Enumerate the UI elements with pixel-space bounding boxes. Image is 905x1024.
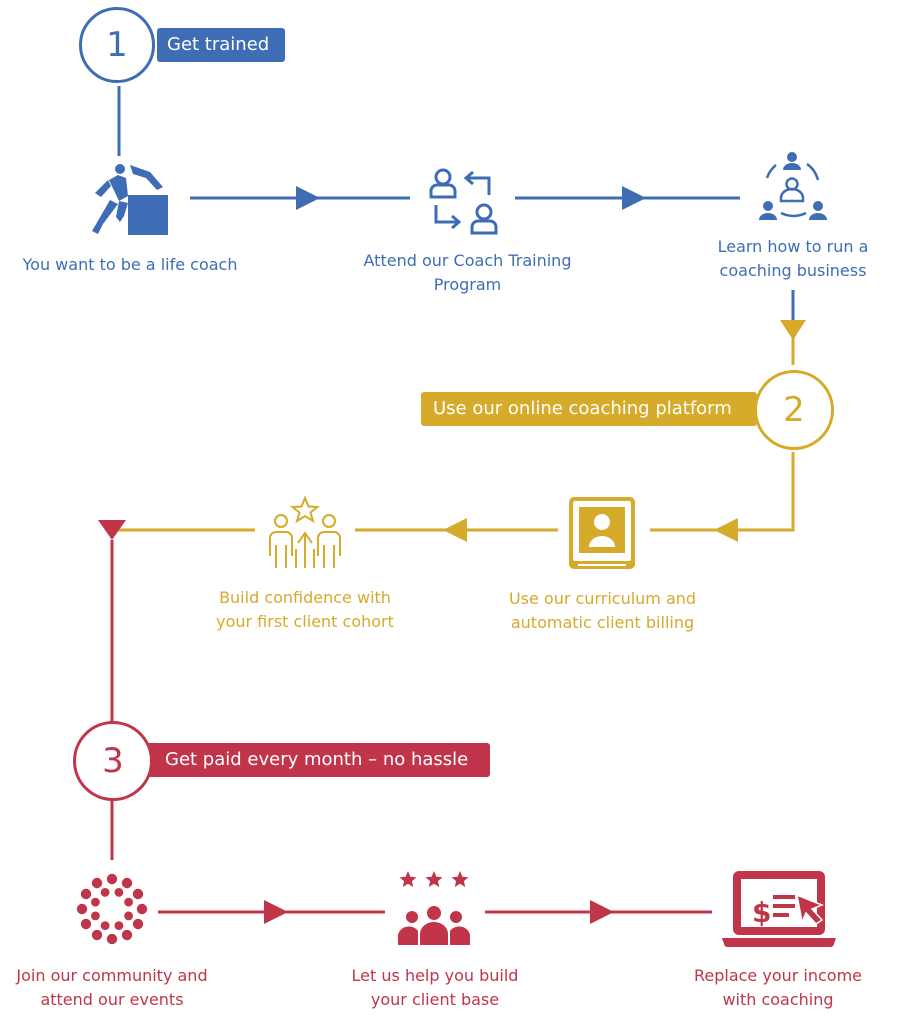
community-dot xyxy=(124,911,133,921)
community-dot xyxy=(91,929,103,941)
svg-text:$: $ xyxy=(752,896,771,929)
step-label-build-confidence: Build confidence with your first client … xyxy=(216,588,394,631)
community-dot xyxy=(91,877,103,889)
community-dot xyxy=(80,918,92,930)
step-label-build-client-base: Let us help you build your client base xyxy=(351,966,519,1009)
community-dot xyxy=(100,888,110,897)
community-dot xyxy=(121,877,133,889)
arrowhead-down-1 xyxy=(780,320,806,340)
people-exchange-icon xyxy=(429,168,498,235)
arrowhead-right-3 xyxy=(264,900,288,924)
step-label-run-business: Learn how to run a coaching business xyxy=(717,237,869,280)
community-dot xyxy=(91,897,100,907)
step-label-join-community: Join our community and attend our events xyxy=(16,966,208,1009)
profile-book-icon xyxy=(569,497,635,569)
step-label-want-life-coach: You want to be a life coach xyxy=(22,255,238,274)
community-dot xyxy=(76,903,88,915)
stage-2-circle: 2 xyxy=(754,370,834,450)
community-dot xyxy=(136,903,148,915)
community-dot xyxy=(106,933,118,945)
step-label-replace-income: Replace your income with coaching xyxy=(693,966,863,1009)
community-circle-icon xyxy=(76,873,148,945)
community-dot xyxy=(106,873,118,885)
community-dot xyxy=(121,929,133,941)
stage-1-number: 1 xyxy=(106,25,128,65)
stars-crowd-icon xyxy=(398,871,470,945)
stage-1-circle: 1 xyxy=(79,7,155,83)
arrowhead-right-1 xyxy=(296,186,320,210)
community-dot xyxy=(124,897,133,907)
stage-2-label: Use our online coaching platform xyxy=(421,392,757,426)
stage-1-label: Get trained xyxy=(157,28,285,62)
stage-3-number: 3 xyxy=(102,741,124,781)
connector-stage2-to-step4 xyxy=(650,452,795,532)
community-dot xyxy=(80,888,92,900)
laptop-payment-icon: $ xyxy=(722,871,836,948)
stage-2-number: 2 xyxy=(783,390,805,430)
community-dot xyxy=(91,911,100,921)
group-star-icon xyxy=(269,495,341,568)
climber-icon xyxy=(92,164,168,235)
arrowhead-right-2 xyxy=(622,186,646,210)
group-network-icon xyxy=(759,152,827,220)
arrowhead-left-2 xyxy=(443,518,467,542)
community-dot xyxy=(132,918,144,930)
step-label-attend-training: Attend our Coach Training Program xyxy=(363,251,572,294)
stage-3-circle: 3 xyxy=(73,721,153,801)
community-dot xyxy=(100,921,110,930)
arrowhead-right-4 xyxy=(590,900,614,924)
community-dot xyxy=(114,921,124,930)
step-label-curriculum-billing: Use our curriculum and automatic client … xyxy=(508,589,697,632)
stage-3-label: Get paid every month – no hassle xyxy=(145,743,490,777)
arrowhead-down-2 xyxy=(98,520,126,540)
arrowhead-left-1 xyxy=(714,518,738,542)
community-dot xyxy=(132,888,144,900)
community-dot xyxy=(114,888,124,897)
